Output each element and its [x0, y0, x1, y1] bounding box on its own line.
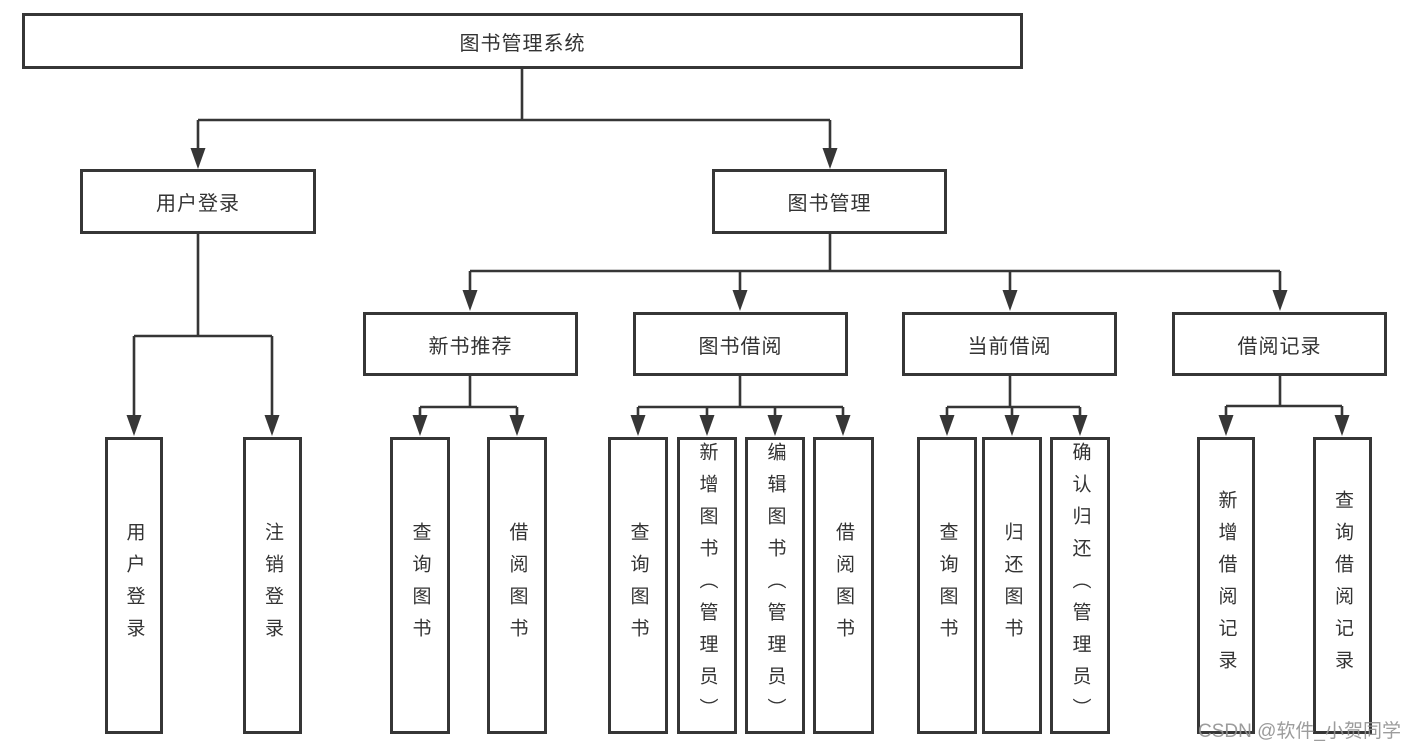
arrowhead-icon: [1002, 290, 1018, 311]
connector-book-borrowing-to-children: [636, 376, 845, 417]
leaf-bb-add-books-admin: 新增图书（管理员）: [677, 437, 737, 734]
leaf-br-add-borrow-record: 新增借阅记录: [1197, 437, 1255, 734]
leaf-nb-borrow-books: 借阅图书: [487, 437, 547, 734]
leaf-cb-query-books: 查询图书: [917, 437, 977, 734]
watermark-text: CSDN @软件_小贺同学: [1198, 721, 1401, 742]
arrowhead-icon: [699, 415, 715, 436]
node-new-book-recommendation: 新书推荐: [363, 312, 578, 376]
leaf-br-query-borrow-record: 查询借阅记录: [1313, 437, 1372, 734]
connector-new-book-recommendation-to-children: [418, 376, 519, 417]
arrowhead-icon: [630, 415, 646, 436]
leaf-cb-return-books: 归还图书: [982, 437, 1042, 734]
arrowhead-icon: [412, 415, 428, 436]
node-borrowing-records: 借阅记录: [1172, 312, 1387, 376]
connector-user-login-to-children: [132, 234, 274, 417]
leaf-nb-query-books: 查询图书: [390, 437, 450, 734]
connector-current-borrowing-to-children: [945, 376, 1082, 417]
arrowhead-icon: [939, 415, 955, 436]
arrowhead-icon: [1004, 415, 1020, 436]
arrowhead-icon: [767, 415, 783, 436]
leaf-bb-edit-books-admin: 编辑图书（管理员）: [745, 437, 805, 734]
arrowhead-icon: [190, 148, 206, 169]
arrowhead-icon: [1072, 415, 1088, 436]
node-book-management: 图书管理: [712, 169, 947, 234]
arrowhead-icon: [264, 415, 280, 436]
arrowhead-icon: [1334, 415, 1350, 436]
arrowhead-icon: [509, 415, 525, 436]
connector-book-management-to-children: [468, 234, 1282, 292]
node-book-borrowing: 图书借阅: [633, 312, 848, 376]
arrowhead-group: [126, 148, 1350, 436]
arrowhead-icon: [835, 415, 851, 436]
node-user-login: 用户登录: [80, 169, 316, 234]
node-library-management-system: 图书管理系统: [22, 13, 1023, 69]
connector-root-to-level2: [196, 69, 832, 150]
connector-borrowing-records-to-children: [1224, 376, 1344, 417]
arrowhead-icon: [1218, 415, 1234, 436]
leaf-logout-login: 注销登录: [243, 437, 302, 734]
node-current-borrowing: 当前借阅: [902, 312, 1117, 376]
leaf-user-login: 用户登录: [105, 437, 163, 734]
arrowhead-icon: [126, 415, 142, 436]
arrowhead-icon: [822, 148, 838, 169]
arrowhead-icon: [462, 290, 478, 311]
arrowhead-icon: [732, 290, 748, 311]
arrowhead-icon: [1272, 290, 1288, 311]
leaf-bb-query-books: 查询图书: [608, 437, 668, 734]
leaf-cb-confirm-return-admin: 确认归还（管理员）: [1050, 437, 1110, 734]
leaf-bb-borrow-books: 借阅图书: [813, 437, 874, 734]
